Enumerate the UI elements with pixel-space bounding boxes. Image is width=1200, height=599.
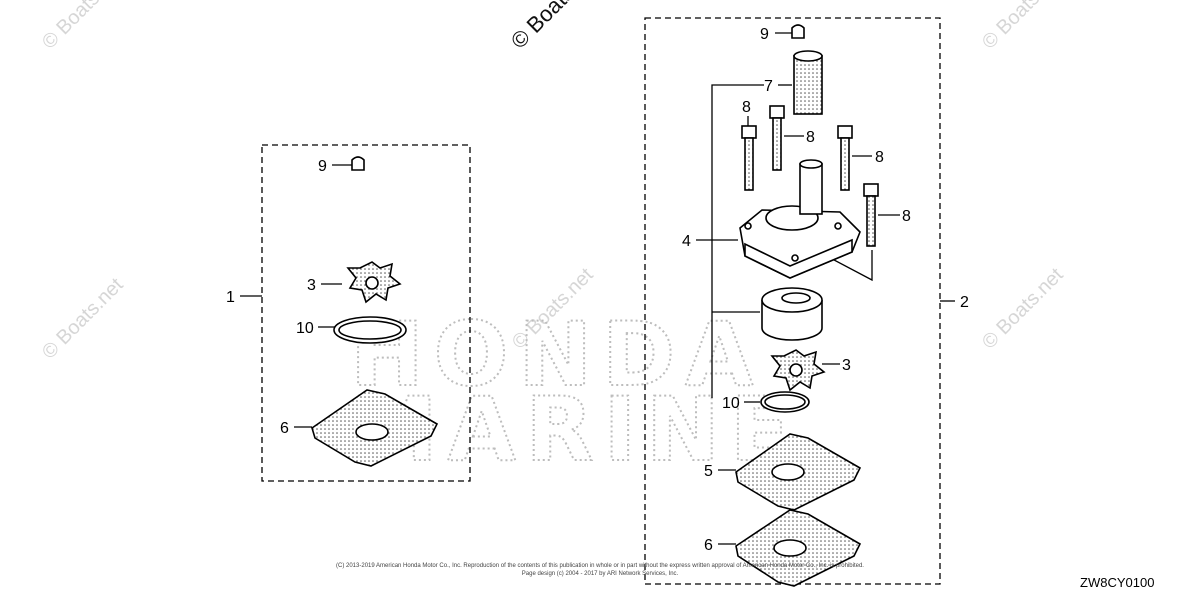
- impeller-part-right[interactable]: [770, 349, 826, 392]
- bolt-part-1[interactable]: [741, 125, 757, 191]
- watermark-text: © Boats.net: [38, 274, 128, 364]
- key-part-left[interactable]: [351, 156, 365, 171]
- callout-impeller-left[interactable]: 3: [307, 277, 316, 294]
- o-ring-part-left[interactable]: [333, 316, 407, 344]
- callout-o-ring-right[interactable]: 10: [722, 395, 740, 412]
- o-ring-part-right[interactable]: [760, 391, 810, 413]
- callout-bolt-3[interactable]: 8: [875, 149, 884, 166]
- bolt-part-2[interactable]: [769, 105, 785, 171]
- base-plate-part-left[interactable]: [311, 389, 439, 467]
- key-part-right[interactable]: [791, 24, 805, 39]
- callout-bolt-1[interactable]: 8: [742, 99, 751, 116]
- watermark-text: © Boats.net: [38, 0, 128, 54]
- watermark-group: © Boats.net © Boats.net © Boats.net © Bo…: [38, 0, 1068, 482]
- diagram-code: ZW8CY0100: [1080, 575, 1154, 590]
- callout-base-plate-right[interactable]: 6: [704, 537, 713, 554]
- watermark-text: © Boats.net: [978, 264, 1068, 354]
- callout-key-left[interactable]: 9: [318, 158, 327, 175]
- watermark-text: © Boats.net: [506, 0, 605, 54]
- callout-kit-right[interactable]: 2: [960, 294, 969, 311]
- callout-sleeve[interactable]: 7: [764, 78, 773, 95]
- callout-pump-housing[interactable]: 4: [682, 233, 691, 250]
- bolt-part-4[interactable]: [863, 183, 879, 247]
- callout-bolt-2[interactable]: 8: [806, 129, 815, 146]
- callout-gasket-plate[interactable]: 5: [704, 463, 713, 480]
- callout-impeller-right[interactable]: 3: [842, 357, 851, 374]
- callout-key-right[interactable]: 9: [760, 26, 769, 43]
- callout-bolt-4[interactable]: 8: [902, 208, 911, 225]
- pump-housing-part[interactable]: [739, 159, 861, 279]
- copyright-line-1: (C) 2013-2019 American Honda Motor Co., …: [336, 563, 864, 569]
- gasket-plate-part[interactable]: [735, 433, 862, 511]
- impeller-part-left[interactable]: [346, 261, 402, 304]
- callout-base-plate-left[interactable]: 6: [280, 420, 289, 437]
- brand-watermark-line-1: HONDA: [350, 303, 763, 406]
- sleeve-part[interactable]: [793, 50, 823, 115]
- copyright-line-2: Page design (c) 2004 - 2017 by ARI Netwo…: [522, 571, 679, 577]
- kit-box-left: [261, 144, 471, 482]
- callout-o-ring-left[interactable]: 10: [296, 320, 314, 337]
- base-plate-part-right[interactable]: [735, 509, 862, 587]
- callout-kit-left[interactable]: 1: [226, 289, 235, 306]
- impeller-cup-part[interactable]: [761, 287, 823, 341]
- bolt-part-3[interactable]: [837, 125, 853, 191]
- watermark-text: © Boats.net: [978, 0, 1068, 54]
